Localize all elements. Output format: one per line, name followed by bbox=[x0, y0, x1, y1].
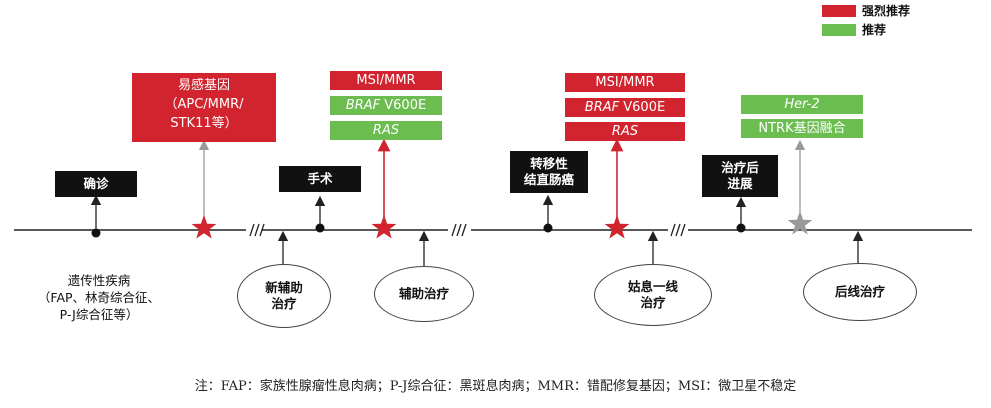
braf-1-label: BRAF bbox=[345, 98, 381, 113]
event-progression: 治疗后 进展 bbox=[702, 155, 778, 197]
palliative-l1: 姑息一线 bbox=[627, 279, 678, 294]
event-markers bbox=[90, 194, 747, 238]
hereditary-disease-text: 遗传性疾病 （FAP、林奇综合征、 P-J综合征等） bbox=[14, 272, 184, 323]
phase-adjuvant: 辅助治疗 bbox=[374, 266, 474, 322]
legend-strong: 强烈推荐 bbox=[822, 2, 910, 19]
legend-swatch-green bbox=[822, 23, 856, 36]
susceptibility-gene-box: 易感基因 （APC/MMR/ STK11等） bbox=[132, 73, 276, 142]
susceptibility-l1: 易感基因 bbox=[177, 78, 230, 93]
hereditary-l2: （FAP、林奇综合征、 bbox=[37, 290, 161, 305]
phase-palliative: 姑息一线治疗 bbox=[594, 264, 712, 326]
progression-l2: 进展 bbox=[727, 176, 753, 191]
neoadjuvant-l1: 新辅助 bbox=[265, 280, 303, 295]
hereditary-l3: P-J综合征等） bbox=[59, 307, 139, 322]
v600e-1-label: V600E bbox=[380, 98, 427, 113]
test-ras-2: RAS bbox=[565, 122, 685, 141]
v600e-2-label: V600E bbox=[619, 100, 666, 115]
ras-1-label: RAS bbox=[372, 123, 400, 138]
progression-l1: 治疗后 bbox=[721, 160, 759, 175]
test-msi-mmr-1: MSI/MMR bbox=[330, 71, 442, 90]
event-surgery: 手术 bbox=[279, 166, 361, 192]
star-icon-1 bbox=[191, 215, 217, 239]
event-metastatic: 转移性 结直肠癌 bbox=[510, 151, 588, 193]
braf-2-label: BRAF bbox=[584, 100, 620, 115]
test-her2: Her-2 bbox=[741, 95, 863, 114]
test-braf-1: BRAF V600E bbox=[330, 96, 442, 115]
legend-recommend-label: 推荐 bbox=[862, 23, 887, 37]
legend-swatch-red bbox=[822, 4, 856, 17]
timeline-breaks bbox=[249, 223, 686, 237]
susceptibility-l3: STK11等） bbox=[170, 116, 238, 131]
metastatic-l1: 转移性 bbox=[530, 156, 568, 171]
neoadjuvant-l2: 治疗 bbox=[271, 296, 297, 311]
star-icon-3 bbox=[604, 215, 630, 239]
star-icon-4 bbox=[787, 211, 813, 235]
test-msi-mmr-2: MSI/MMR bbox=[565, 73, 685, 92]
test-ras-1: RAS bbox=[330, 121, 442, 140]
test-braf-2: BRAF V600E bbox=[565, 98, 685, 117]
footnote: 注：FAP：家族性腺瘤性息肉病；P-J综合征：黑斑息肉病；MMR：错配修复基因；… bbox=[194, 379, 797, 394]
test-ntrk: NTRK基因融合 bbox=[741, 119, 863, 138]
legend-recommend: 推荐 bbox=[822, 21, 886, 38]
susceptibility-l2: （APC/MMR/ bbox=[164, 97, 244, 112]
phase-later-line: 后线治疗 bbox=[803, 263, 917, 321]
ras-2-label: RAS bbox=[611, 124, 639, 139]
legend-strong-label: 强烈推荐 bbox=[862, 4, 911, 18]
star-icon-2 bbox=[371, 215, 397, 239]
hereditary-l1: 遗传性疾病 bbox=[67, 273, 131, 288]
phase-neoadjuvant: 新辅助治疗 bbox=[237, 264, 331, 328]
metastatic-l2: 结直肠癌 bbox=[523, 172, 574, 187]
event-diagnosis: 确诊 bbox=[55, 171, 137, 197]
palliative-l2: 治疗 bbox=[640, 295, 666, 310]
her2-label: Her-2 bbox=[784, 97, 820, 112]
